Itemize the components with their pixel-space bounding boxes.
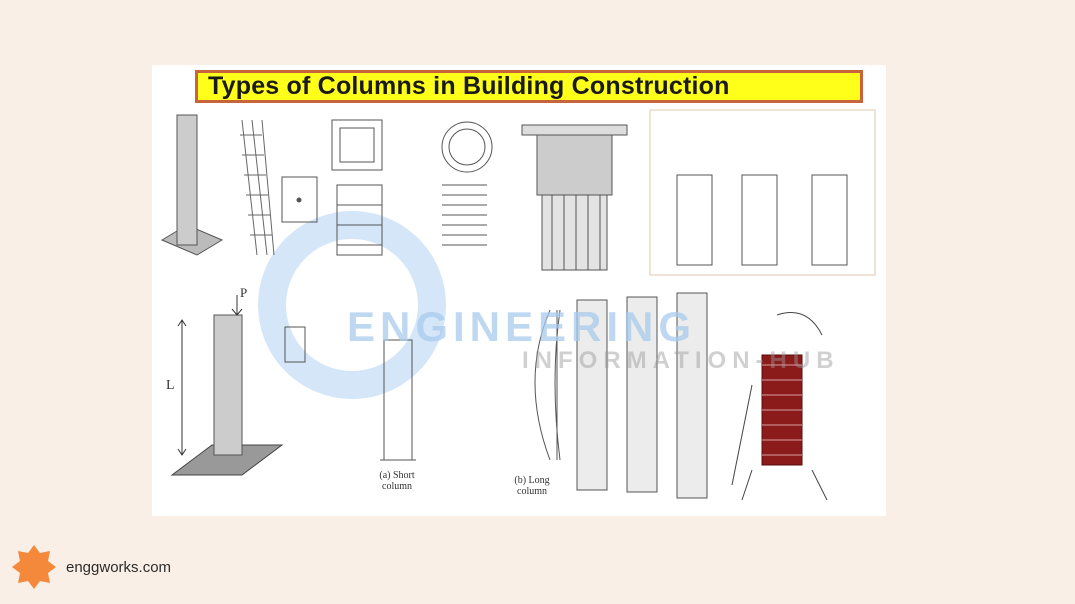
title-banner: Types of Columns in Building Constructio… [195,70,863,103]
watermark-information-hub: INFORMATION-HUB [522,347,840,374]
long-column-caption: (b) Long column [514,475,550,497]
infographic-title: Types of Columns in Building Constructio… [208,72,730,100]
columns-infographic: Types of Columns in Building Constructio… [152,65,886,516]
column-illustrations [160,109,876,501]
length-label: L [166,378,175,393]
brand-star-icon [12,545,56,589]
short-column-caption: (a) Short column [379,470,415,492]
brand-name[interactable]: enggworks.com [66,558,172,576]
load-label: P [240,285,248,300]
watermark-engineering: ENGINEERING [347,303,697,350]
brand: enggworks.com [12,545,171,589]
